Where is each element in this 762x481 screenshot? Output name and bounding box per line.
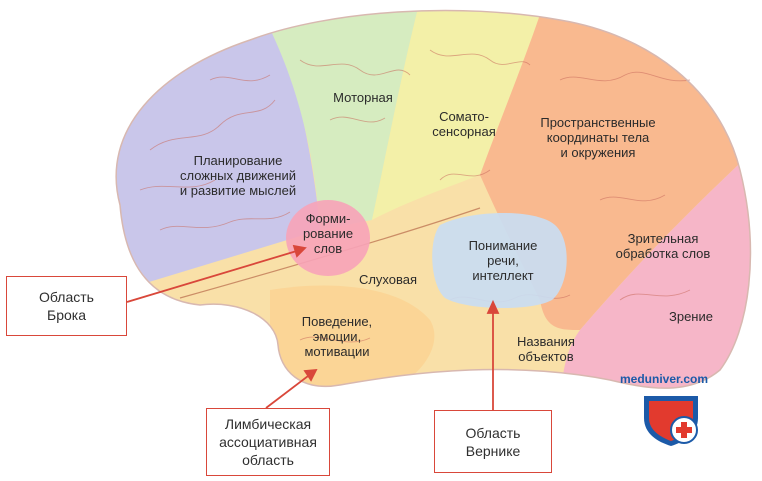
label-motor: Моторная [333, 90, 393, 105]
motor-cortex [255, 10, 420, 230]
wernicke-spot [432, 212, 567, 309]
watermark-text: meduniver.com [620, 372, 709, 386]
callout-broca: Область Брока [6, 276, 127, 336]
label-planning: Планирование сложных движений и развитие… [179, 153, 297, 198]
broca-spot [286, 200, 370, 276]
label-object-naming: Названия объектов [517, 334, 575, 364]
limbic-arrow-line [265, 372, 313, 409]
label-behavior: Поведение, эмоции, мотивации [301, 314, 373, 359]
occipital-lobe [560, 135, 751, 389]
label-auditory: Слуховая [358, 272, 418, 287]
broca-arrow-line [126, 249, 301, 303]
limbic-area [270, 285, 435, 389]
label-vision: Зрение [669, 309, 713, 324]
medical-shield-icon [644, 396, 698, 446]
brain-outline [115, 9, 752, 389]
label-spatial-coordinates: Пространственные координаты тела и окруж… [540, 115, 656, 160]
broca-arrow-head [292, 244, 307, 258]
limbic-arrow-head [303, 368, 318, 382]
callout-limbic: Лимбическая ассоциативная область [206, 408, 330, 476]
callout-wernicke: Область Вернике [434, 410, 552, 473]
label-comprehension: Понимание речи, интеллект [468, 238, 538, 283]
callout-arrows [126, 244, 500, 410]
wernicke-arrow-head [486, 299, 500, 314]
label-visual-word-processing: Зрительная обработка слов [615, 231, 711, 261]
label-speech-formation: Форми- рование слов [302, 211, 354, 256]
label-somatosensory: Сомато- сенсорная [432, 109, 496, 139]
somatosensory-cortex [372, 10, 545, 220]
